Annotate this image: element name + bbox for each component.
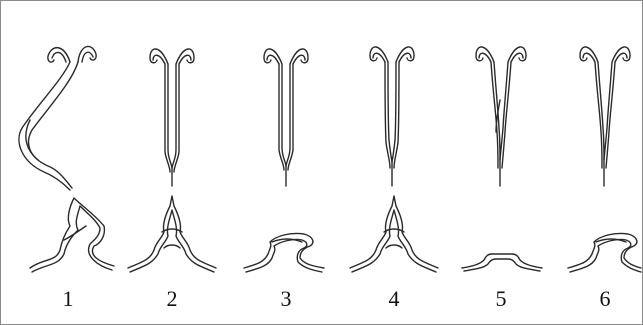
panel-label-5: 5 [486,286,516,312]
lower-shape-2 [128,196,216,272]
upper-shape-3 [264,49,308,186]
lower-shape-5 [462,254,542,271]
panel-label-2: 2 [157,286,187,312]
panel-label-1: 1 [53,286,83,312]
upper-shape-1 [19,46,96,190]
upper-shape-6 [580,47,630,186]
upper-shape-2 [150,49,194,186]
lower-shape-3 [244,233,324,272]
lower-shape-1 [30,198,114,272]
panel-label-3: 3 [271,286,301,312]
upper-shape-5 [476,47,526,186]
upper-shape-4 [370,47,414,186]
panel-label-4: 4 [379,286,409,312]
lower-shape-6 [568,233,641,272]
lower-shape-4 [350,196,438,272]
panel-label-6: 6 [590,286,620,312]
